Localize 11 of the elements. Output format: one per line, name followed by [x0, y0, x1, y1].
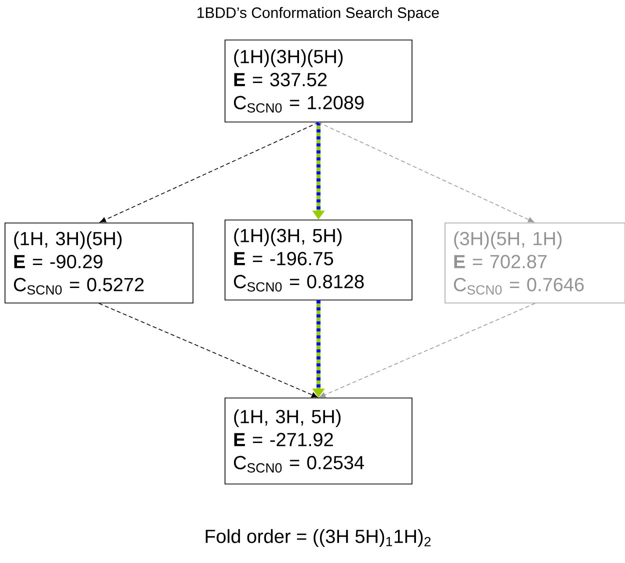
state-box: (1H)(3H, 5H) E = -196.75 C$_{SCN0}$ = 0.8128 [224, 220, 412, 300]
state-box: (3H)(5H, 1H) E = 702.87 C$_{SCN0}$ = 0.7646 [444, 222, 625, 304]
state-box: (1H)(3H)(5H) E = 337.52 C$_{SCN0}$ = 1.2089 [224, 40, 412, 122]
arrow [318, 122, 534, 222]
arrow [98, 303, 318, 398]
arrow [100, 122, 319, 222]
state-box: (1H, 3H)(5H) E = -90.29 C$_{SCN0}$ = 0.5272 [4, 222, 194, 304]
state-box: (1H, 3H, 5H) E = -271.92 C$_{SCN0}$ = 0.2534 [224, 398, 412, 484]
caption: Fold order = ((3H 5H)$_{1}$1H)$_{2}$ [206, 529, 431, 547]
title: 1BDD’s Conformation Search Space [198, 7, 439, 21]
arrow [319, 303, 536, 398]
